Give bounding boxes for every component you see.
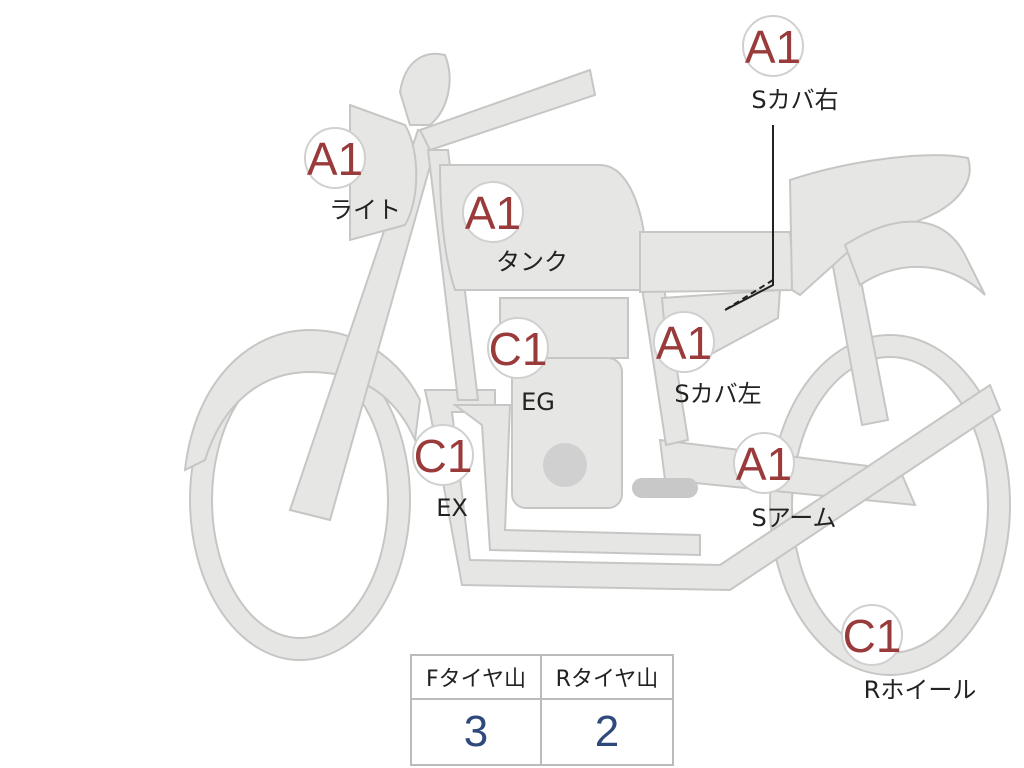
badge-side-cover-left-label: Sカバ左: [674, 380, 761, 408]
badge-rear-wheel-label: Rホイール: [864, 676, 977, 704]
engine-cover: [543, 443, 587, 487]
front-tread-header: Fタイヤ山: [412, 656, 542, 700]
badge-engine-grade: C1: [489, 323, 548, 375]
engine-block: [511, 357, 623, 509]
badge-side-cover-right-label: Sカバ右: [751, 86, 838, 114]
badge-swing-arm: A1 Sアーム: [733, 432, 837, 532]
badge-rear-wheel: C1 Rホイール: [841, 604, 977, 704]
badge-swing-arm-grade: A1: [736, 438, 792, 490]
seat-cushion: [788, 154, 971, 297]
badge-exhaust-grade: C1: [414, 430, 473, 482]
badge-exhaust-label: EX: [436, 494, 468, 522]
badge-side-cover-left-grade: A1: [656, 317, 712, 369]
seat: [639, 231, 797, 294]
exhaust-pipe-upper: [451, 404, 701, 557]
badge-engine-label: EG: [521, 388, 555, 416]
badge-rear-wheel-grade: C1: [843, 610, 902, 662]
rear-fender: [843, 220, 986, 296]
tire-tread-table: Fタイヤ山 Rタイヤ山 3 2: [410, 654, 674, 766]
badge-side-cover-left: A1 Sカバ左: [653, 311, 762, 408]
front-tread-value: 3: [412, 700, 542, 764]
badge-tank: A1 タンク: [462, 181, 568, 276]
badge-light-grade: A1: [307, 133, 363, 185]
rear-wheel: [768, 334, 1012, 676]
badge-tank-grade: A1: [465, 187, 521, 239]
badge-tank-label: タンク: [496, 248, 568, 276]
footrest: [632, 478, 698, 498]
badge-side-cover-right: A1 Sカバ右: [742, 15, 839, 114]
handlebar: [418, 68, 597, 152]
badge-engine: C1 EG: [487, 317, 555, 416]
rear-tread-value: 2: [594, 707, 620, 756]
headlight: [349, 103, 418, 242]
badge-swing-arm-label: Sアーム: [751, 504, 836, 532]
badge-light: A1 ライト: [304, 127, 401, 224]
mirror: [398, 52, 451, 126]
badge-exhaust: C1 EX: [412, 424, 474, 522]
rear-tread-header: Rタイヤ山: [542, 656, 672, 700]
side-cover-right-leader: [724, 125, 774, 311]
badge-side-cover-right-grade: A1: [745, 21, 801, 73]
badge-light-label: ライト: [329, 196, 401, 224]
